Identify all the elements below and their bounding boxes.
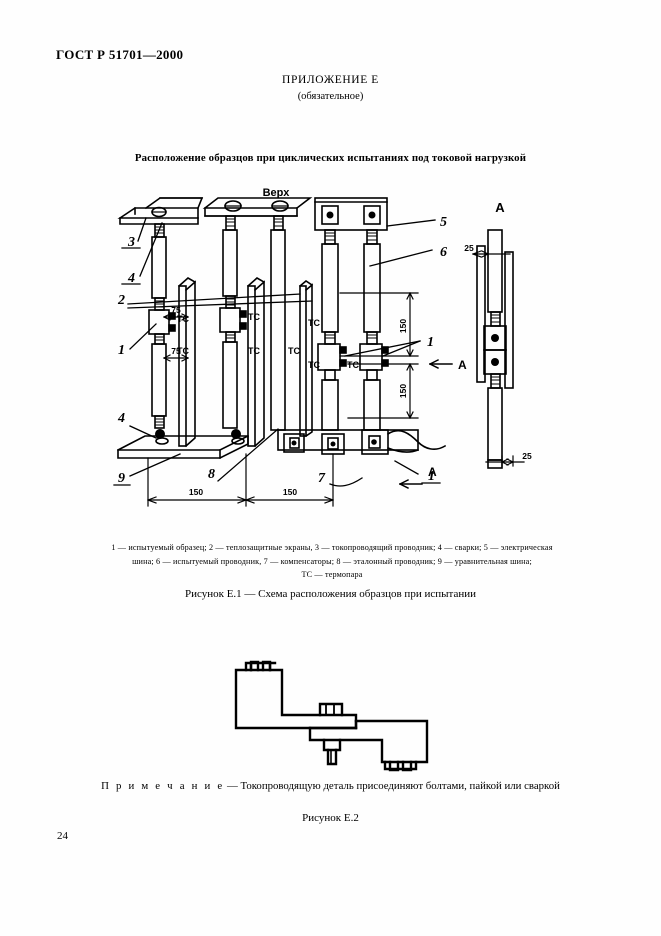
section-arrow-a2-label: А (428, 465, 437, 479)
dimension-bottom-row (147, 453, 334, 507)
callout-6-label: 6 (440, 245, 447, 260)
assembly-3-rod-left (317, 229, 347, 431)
callout-4b-label: 4 (117, 411, 125, 426)
callout-1b-leader (344, 340, 421, 357)
assembly-2-rod-left (219, 215, 247, 429)
assembly-2-top-plate (202, 197, 313, 217)
callout-2-label: 2 (117, 293, 125, 308)
thermocouple-label-4: ТС (248, 346, 260, 356)
callout-4-leader (139, 222, 163, 277)
figure-e1-caption: Рисунок Е.1 — Схема расположения образцо… (184, 588, 476, 600)
top-label: Верх (263, 187, 291, 199)
callout-3b-label: 1 (428, 469, 435, 484)
callout-4b-leader (129, 425, 157, 439)
legend-line-2: шина; 6 — испытуемый проводник, 7 — комп… (132, 556, 532, 566)
assembly-2-rod-right (270, 215, 286, 431)
dimension-75-b-label: 75 (171, 346, 181, 356)
figure-e2-caption: Рисунок Е.2 (302, 812, 359, 824)
thermocouple-label-3: ТС (248, 312, 260, 322)
dimension-150-h2-label: 150 (283, 487, 297, 497)
callout-8-leader (217, 428, 279, 482)
assembly-3-heat-shield (298, 280, 314, 438)
callout-5-leader (386, 219, 436, 227)
appendix-subtitle: (обязательное) (297, 91, 364, 102)
thermocouple-label-1: ТС (177, 314, 189, 324)
dimension-150-vertical-label: 150 (398, 319, 408, 333)
assembly-bottom-feet (277, 429, 447, 455)
section-arrow-a-label: А (458, 358, 467, 372)
note-prefix: П р и м е ч а н и е (101, 780, 225, 792)
callout-1-label: 1 (118, 343, 125, 358)
thermocouple-label-2: ТС (177, 346, 189, 356)
callout-7-leader (329, 477, 363, 487)
dimension-75-b (163, 354, 189, 362)
callout-6-leader (369, 249, 433, 267)
thermocouple-label-7: ТС (308, 360, 320, 370)
thermocouple-label-6: ТС (308, 318, 320, 328)
callout-5-label: 5 (440, 215, 447, 230)
assembly-3-rod-right (359, 229, 389, 431)
callout-9-leader (129, 453, 181, 477)
section-arrow-a (429, 359, 453, 369)
assembly-1-base-plate (117, 434, 250, 459)
callout-3-label: 3 (127, 235, 135, 250)
callout-7-label: 7 (318, 471, 326, 486)
callout-3b-leader (394, 460, 419, 475)
section-view-label: А (495, 200, 505, 215)
callout-3-leader (137, 217, 147, 242)
assembly-2-heat-shield (246, 277, 266, 448)
assembly-1-top-plate (117, 197, 204, 225)
dimension-75-a-label: 75 (171, 305, 181, 315)
callout-2-leader (127, 293, 313, 309)
assembly-1-rod (148, 223, 176, 429)
dimension-25-bottom-label: 25 (522, 451, 532, 461)
legend-line-3: ТС — термопара (301, 570, 363, 579)
thermocouple-label-8: ТС (347, 360, 359, 370)
dimension-75-a (163, 313, 189, 321)
note-text: — Токопроводящую деталь присоединяют бол… (224, 780, 560, 792)
section-view-a: А (472, 200, 525, 469)
callout-1-leader (129, 323, 157, 350)
dimension-25-top-label: 25 (464, 243, 474, 253)
standard-number: ГОСТ Р 51701—2000 (56, 47, 184, 62)
callout-8-label: 8 (208, 467, 215, 482)
callout-9-label: 9 (118, 471, 125, 486)
assembly-3-bus-block (314, 197, 388, 231)
callout-4-label: 4 (127, 271, 135, 286)
figure-e1-diagram: Верх (100, 186, 570, 516)
dimension-150-vertical-2-label: 150 (398, 384, 408, 398)
assembly-1-heat-shield (177, 277, 197, 448)
callout-1b-label: 1 (427, 335, 434, 350)
legend-line-1: 1 — испытуемый образец; 2 — теплозащитны… (111, 543, 553, 552)
section-arrow-a2 (399, 479, 423, 489)
thermocouple-label-5: ТС (288, 346, 300, 356)
figure-e2-diagram (222, 652, 442, 772)
dimension-150-vertical-2 (347, 363, 419, 419)
figure-e2-note: П р и м е ч а н и е — Токопроводящую дет… (0, 780, 661, 792)
dimension-150-h1-label: 150 (189, 487, 203, 497)
appendix-title: ПРИЛОЖЕНИЕ Е (282, 74, 379, 86)
section-title: Расположение образцов при циклических ис… (134, 152, 527, 164)
figure-e1-legend: 1 — испытуемый образец; 2 — теплозащитны… (62, 541, 602, 582)
page-number: 24 (57, 830, 68, 842)
